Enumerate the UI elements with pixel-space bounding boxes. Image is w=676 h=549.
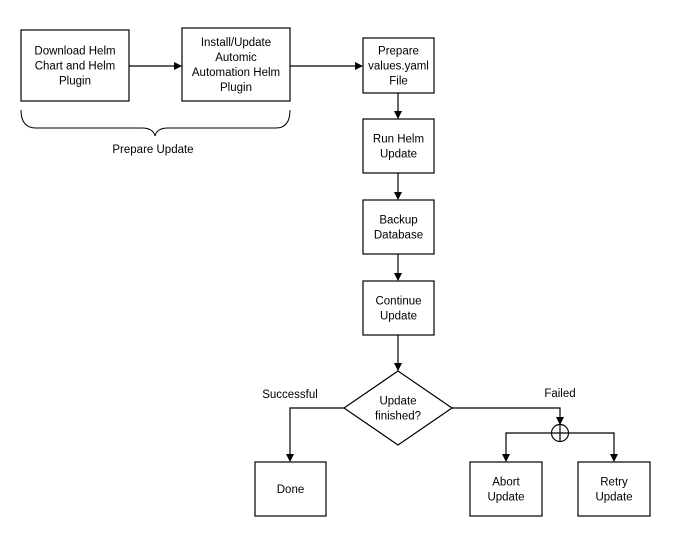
install-plugin-box <box>181 27 291 102</box>
continue-update-line: Continue <box>375 296 421 308</box>
run-helm-update-box <box>362 118 435 174</box>
failed-label: Failed <box>544 388 575 400</box>
abort-update-line: Abort <box>492 477 520 489</box>
decision-line: Update <box>379 396 416 408</box>
arrow-junction-to-retry <box>569 432 618 462</box>
prepare-values-line: Prepare <box>378 46 419 58</box>
arrow-junction-to-abort <box>502 432 552 462</box>
junction-circle-icon <box>550 423 570 443</box>
arrow-decision-to-done <box>286 407 344 462</box>
prepare-values-box <box>362 37 435 94</box>
abort-update-line: Update <box>487 492 524 504</box>
backup-database-line: Backup <box>379 215 417 227</box>
install-plugin-line: Automic <box>215 52 257 64</box>
continue-update-line: Update <box>380 311 417 323</box>
backup-database-box <box>362 199 435 255</box>
prepare-update-brace <box>20 109 291 137</box>
install-plugin-line: Install/Update <box>201 37 271 49</box>
decision-line: finished? <box>375 411 421 423</box>
run-helm-update-line: Run Helm <box>373 134 424 146</box>
done-line: Done <box>277 484 305 496</box>
continue-update-box <box>362 280 435 336</box>
prepare-values-line: File <box>389 76 408 88</box>
install-plugin-line: Automation Helm <box>192 67 280 79</box>
decision-text: Update finished? <box>375 396 421 423</box>
retry-update-line: Update <box>595 492 632 504</box>
download-chart-line: Chart and Helm <box>35 61 116 73</box>
download-chart-line: Download Helm <box>34 46 115 58</box>
retry-update-line: Retry <box>600 477 628 489</box>
abort-update-box <box>469 461 543 517</box>
install-plugin-line: Plugin <box>220 82 252 94</box>
run-helm-update-line: Update <box>380 149 417 161</box>
prepare-update-label: Prepare Update <box>112 144 193 156</box>
prepare-values-line: values.yaml <box>368 61 429 73</box>
retry-update-box <box>577 461 651 517</box>
done-text: Done <box>277 484 305 496</box>
arrow-decision-to-junction <box>452 407 564 425</box>
done-box <box>254 461 327 517</box>
download-chart-line: Plugin <box>59 76 91 88</box>
download-chart-box <box>20 29 130 102</box>
update-finished-decision <box>342 370 454 446</box>
backup-database-line: Database <box>374 230 423 242</box>
successful-label: Successful <box>262 389 318 401</box>
